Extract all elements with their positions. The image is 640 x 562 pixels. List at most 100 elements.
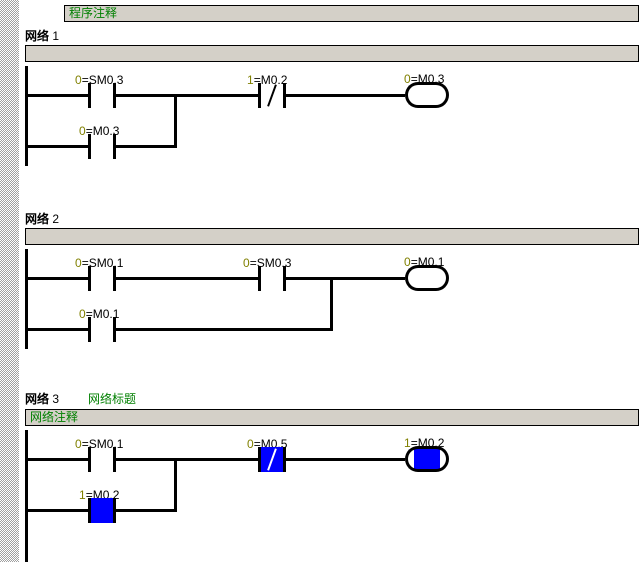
- addr-n2-contact-3: M0.1: [92, 307, 120, 321]
- wire-n1-r2-a: [25, 145, 90, 148]
- coil-arc-right-icon: [427, 265, 449, 291]
- wire-n2-r1-a: [25, 277, 90, 280]
- addr-n2-contact-2: SM0.3: [256, 256, 292, 270]
- contact-bar-left-icon: [88, 266, 91, 291]
- wire-n1-r1-b: [115, 94, 260, 97]
- contact-no-n1-m03[interactable]: [88, 134, 116, 159]
- program-comment-text: 程序注释: [69, 6, 118, 20]
- label-n1-contact-2: 0=M0.3: [79, 125, 119, 138]
- state-n1-contact-3: 1: [247, 73, 254, 87]
- wire-n3-r1-c: [285, 458, 405, 461]
- state-n1-coil: 0: [404, 72, 411, 86]
- eq-n1-contact-1: =: [81, 73, 89, 87]
- power-rail-network-1: [25, 66, 28, 166]
- network-3-word: 网络: [25, 392, 50, 406]
- wire-n1-r1-a: [25, 94, 90, 97]
- contact-no-n3-m02-highlighted[interactable]: [88, 498, 116, 523]
- contact-bar-right-icon: [113, 134, 116, 159]
- contact-bar-left-icon: [88, 317, 91, 342]
- branch-connector-network-2: [330, 277, 333, 331]
- state-n1-contact-2: 0: [79, 124, 86, 138]
- program-comment-bar[interactable]: 程序注释: [64, 5, 639, 22]
- network-3-number: 3: [49, 392, 60, 406]
- power-flow-highlight: [91, 498, 113, 523]
- network-2-word: 网络: [25, 212, 50, 226]
- contact-bar-right-icon: [113, 498, 116, 523]
- contact-bar-right-icon: [113, 447, 116, 472]
- state-n2-contact-2: 0: [243, 256, 250, 270]
- contact-bar-right-icon: [283, 83, 286, 108]
- network-1-word: 网络: [25, 29, 50, 43]
- wire-n3-r1-b: [115, 458, 260, 461]
- addr-n1-contact-3: M0.2: [260, 73, 288, 87]
- coil-arc-left-icon: [405, 446, 427, 472]
- contact-slash-icon: [258, 83, 286, 108]
- label-n2-contact-2: 0=SM0.3: [243, 257, 291, 270]
- eq-n2-coil: =: [410, 255, 418, 269]
- wire-n2-r1-c: [285, 277, 405, 280]
- contact-slash-icon: [258, 447, 286, 472]
- network-3-comment-bar[interactable]: 网络注释: [25, 409, 639, 426]
- contact-no-n3-sm01[interactable]: [88, 447, 116, 472]
- state-n1-contact-1: 0: [75, 73, 82, 87]
- contact-bar-right-icon: [283, 447, 286, 472]
- eq-n3-contact-3: =: [253, 437, 261, 451]
- addr-n1-contact-2: M0.3: [92, 124, 120, 138]
- contact-bar-left-icon: [88, 498, 91, 523]
- coil-arc-left-icon: [405, 82, 427, 108]
- network-2-comment-bar[interactable]: [25, 228, 639, 245]
- eq-n3-coil: =: [410, 436, 418, 450]
- state-n3-contact-1: 0: [75, 437, 82, 451]
- wire-n2-r1-b: [115, 277, 260, 280]
- wire-n1-r1-c: [285, 94, 405, 97]
- network-2-label: 网络 2: [25, 210, 59, 227]
- label-n2-contact-3: 0=M0.1: [79, 308, 119, 321]
- network-1-comment-bar[interactable]: [25, 45, 639, 62]
- contact-no-n1-sm03[interactable]: [88, 83, 116, 108]
- eq-n3-contact-1: =: [81, 437, 89, 451]
- coil-arc-left-icon: [405, 265, 427, 291]
- wire-n2-r2-a: [25, 328, 90, 331]
- contact-no-n2-sm01[interactable]: [88, 266, 116, 291]
- contact-no-n2-sm03[interactable]: [258, 266, 286, 291]
- contact-bar-left-icon: [258, 447, 261, 472]
- contact-bar-left-icon: [258, 266, 261, 291]
- wire-n3-r2-b: [115, 509, 177, 512]
- contact-no-n2-m01[interactable]: [88, 317, 116, 342]
- contact-bar-left-icon: [88, 134, 91, 159]
- wire-n3-r1-a: [25, 458, 90, 461]
- wire-n1-r2-b: [115, 145, 177, 148]
- network-3-title[interactable]: 网络标题: [88, 392, 137, 406]
- eq-n3-contact-2: =: [85, 488, 93, 502]
- ladder-canvas[interactable]: 程序注释 网络 1 0=SM0.3 0=M0.3 1=M0.2 0=: [19, 0, 640, 562]
- contact-bar-left-icon: [88, 447, 91, 472]
- state-n3-contact-2: 1: [79, 488, 86, 502]
- eq-n2-contact-2: =: [249, 256, 257, 270]
- contact-bar-left-icon: [88, 83, 91, 108]
- coil-n1-m03[interactable]: [405, 82, 449, 108]
- network-3-label: 网络 3: [25, 390, 59, 407]
- state-n2-coil: 0: [404, 255, 411, 269]
- coil-arc-right-icon: [427, 446, 449, 472]
- power-rail-network-3: [25, 430, 28, 562]
- eq-n1-contact-2: =: [85, 124, 93, 138]
- branch-connector-network-1: [174, 94, 177, 148]
- network-2-number: 2: [49, 212, 60, 226]
- state-n2-contact-1: 0: [75, 256, 82, 270]
- network-3-comment-text: 网络注释: [30, 410, 79, 424]
- wire-n3-r2-a: [25, 509, 90, 512]
- contact-nc-n3-m05-highlighted[interactable]: [258, 447, 286, 472]
- eq-n1-coil: =: [410, 72, 418, 86]
- branch-connector-network-3: [174, 458, 177, 512]
- state-n3-contact-3: 0: [247, 437, 254, 451]
- label-n1-contact-3: 1=M0.2: [247, 74, 287, 87]
- contact-bar-right-icon: [113, 83, 116, 108]
- coil-n3-m02-highlighted[interactable]: [405, 446, 449, 472]
- contact-nc-n1-m02[interactable]: [258, 83, 286, 108]
- network-1-label: 网络 1: [25, 27, 59, 44]
- coil-n2-m01[interactable]: [405, 265, 449, 291]
- coil-arc-right-icon: [427, 82, 449, 108]
- contact-bar-right-icon: [283, 266, 286, 291]
- power-rail-network-2: [25, 249, 28, 349]
- wire-n2-r2-b: [115, 328, 333, 331]
